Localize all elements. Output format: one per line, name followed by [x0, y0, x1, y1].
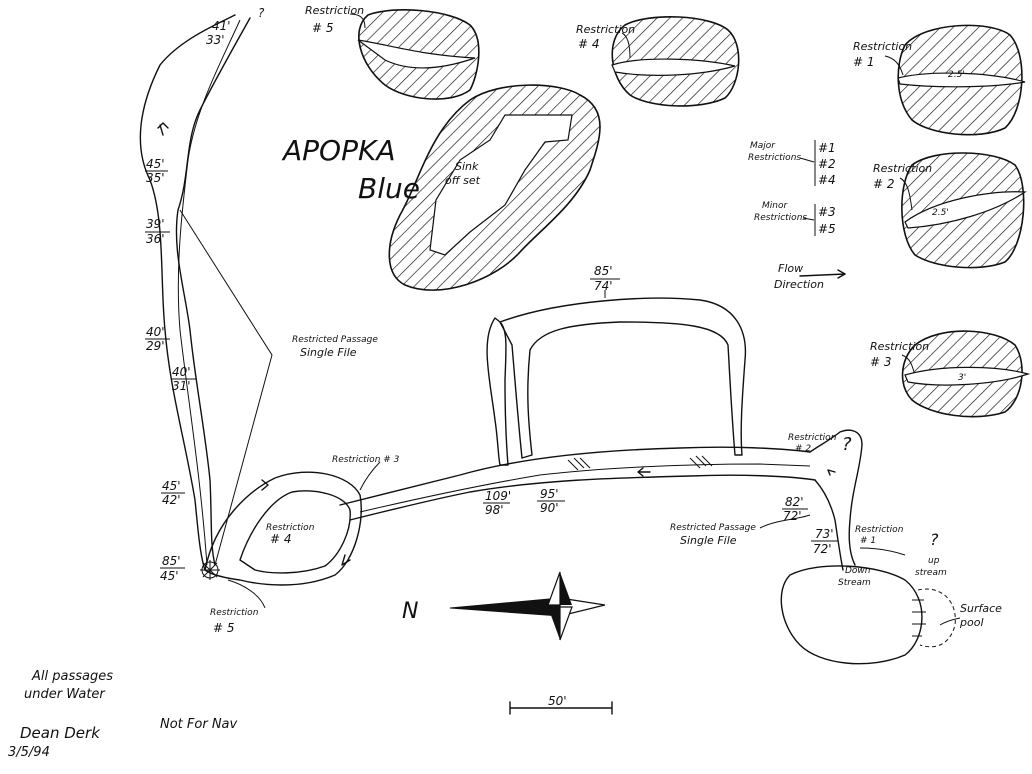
restricted-passage-2-line2: Single File	[680, 534, 737, 547]
restriction-1-line1: Restriction	[855, 525, 904, 535]
restriction-3-label: Restriction # 3	[332, 455, 400, 465]
inset-restriction-1: Restriction # 1 2.5'	[853, 24, 1026, 136]
inset-restriction-5: Restriction # 5	[305, 4, 480, 100]
down-stream-2: Stream	[838, 578, 871, 588]
restriction-4-line1: Restriction	[266, 523, 315, 533]
depth-6-bottom: 42'	[162, 493, 181, 507]
depth-2-top: 45'	[146, 157, 165, 171]
depth-8-top: 85'	[594, 264, 613, 278]
depth-3-bottom: 36'	[146, 232, 165, 246]
legend-major-item-1: #1	[818, 141, 836, 155]
inset-4-number: # 4	[578, 37, 600, 51]
inset-2-label: Restriction	[873, 162, 932, 175]
restriction-1-line2: # 1	[860, 536, 876, 546]
depth-5-bottom: 31'	[172, 379, 191, 393]
inset-restriction-3: Restriction # 3 3'	[870, 330, 1031, 418]
sink-label-1: Sink	[455, 160, 479, 173]
restriction-2-line1: Restriction	[788, 433, 837, 443]
question-mark-2: ?	[930, 530, 939, 549]
depth-2-bottom: 35'	[146, 171, 165, 185]
sink-label-2: off set	[445, 174, 481, 187]
up-stream-2: stream	[915, 568, 947, 578]
inset-restriction-2: Restriction # 2 2.5'	[873, 152, 1027, 269]
restriction-2-line2: # 2	[795, 444, 811, 454]
legend-major-item-2: #2	[818, 157, 836, 171]
depth-12-top: 73'	[815, 527, 834, 541]
depth-7-bottom: 45'	[160, 569, 179, 583]
author-date: 3/5/94	[8, 745, 50, 760]
restricted-passage-2-line1: Restricted Passage	[670, 523, 756, 533]
restricted-passage-1-line1: Restricted Passage	[292, 335, 378, 345]
scale-bar: 50'	[509, 694, 613, 715]
down-stream-1: Down	[845, 566, 871, 576]
restricted-passage-1-line2: Single File	[300, 346, 357, 359]
inset-1-label: Restriction	[853, 40, 912, 53]
notes: All passages under Water Not For Nav Dea…	[8, 669, 238, 760]
compass-north-label: N	[402, 599, 418, 624]
inset-3-label: Restriction	[870, 340, 929, 353]
depth-6-top: 45'	[162, 479, 181, 493]
note-not-for-nav: Not For Nav	[160, 717, 238, 732]
depth-11-top: 82'	[785, 495, 804, 509]
note-all-passages-1: All passages	[31, 669, 113, 684]
legend-minor-item-2: #5	[818, 222, 836, 236]
restriction-4-line2: # 4	[270, 532, 292, 546]
depth-markers: ? 41' 33' 45' 35' 39' 36' 40' 29' 40' 31…	[145, 6, 838, 583]
legend: Major Restrictions #1 #2 #4 Minor Restri…	[748, 140, 846, 291]
author-name: Dean Derk	[20, 724, 101, 742]
depth-11-bottom: 72'	[783, 509, 802, 523]
legend-flow-1: Flow	[778, 262, 803, 275]
inset-1-measure: 2.5'	[948, 70, 965, 80]
depth-4-top: 40'	[146, 325, 165, 339]
sink-offset: Sink off set	[388, 84, 601, 291]
inset-1-number: # 1	[853, 55, 875, 69]
surface-pool-1: Surface	[960, 602, 1002, 615]
depth-8-bottom: 74'	[594, 279, 613, 293]
depth-4-bottom: 29'	[146, 339, 165, 353]
passage-labels: Restricted Passage Single File Restricti…	[210, 335, 1002, 635]
inset-3-measure: 3'	[958, 373, 966, 383]
question-mark-1: ?	[842, 434, 852, 455]
inset-2-measure: 2.5'	[932, 208, 949, 218]
map-title: APOPKA Blue	[281, 134, 420, 205]
depth-0-top: ?	[258, 6, 265, 20]
depth-1-bottom: 33'	[206, 33, 225, 47]
depth-12-bottom: 72'	[813, 542, 832, 556]
depth-7-top: 85'	[162, 554, 181, 568]
surface-pool-2: pool	[959, 616, 984, 629]
legend-minor-1: Minor	[762, 201, 788, 211]
compass-rose: N	[402, 571, 606, 641]
restriction-5-line1: Restriction	[210, 608, 259, 618]
inset-5-number: # 5	[312, 21, 334, 35]
depth-1-top: 41'	[212, 19, 231, 33]
scale-label: 50'	[548, 694, 567, 708]
depth-3-top: 39'	[146, 217, 165, 231]
depth-10-top: 95'	[540, 487, 559, 501]
note-all-passages-2: under Water	[24, 687, 106, 702]
inset-3-number: # 3	[870, 355, 892, 369]
depth-9-top: 109'	[485, 489, 511, 503]
legend-flow-2: Direction	[774, 278, 824, 291]
cave-passages	[139, 14, 956, 665]
legend-minor-item-1: #3	[818, 205, 836, 219]
inset-restriction-4: Restriction # 4	[576, 16, 740, 107]
depth-9-bottom: 98'	[485, 503, 504, 517]
legend-major-2: Restrictions	[748, 153, 801, 163]
inset-5-label: Restriction	[305, 4, 364, 17]
depth-10-bottom: 90'	[540, 501, 559, 515]
legend-major-item-3: #4	[818, 173, 836, 187]
title-line1: APOPKA	[281, 134, 395, 167]
legend-minor-2: Restrictions	[754, 213, 807, 223]
inset-4-label: Restriction	[576, 23, 635, 36]
restriction-5-line2: # 5	[213, 621, 235, 635]
inset-2-number: # 2	[873, 177, 895, 191]
legend-major-1: Major	[750, 141, 776, 151]
up-stream-1: up	[928, 556, 940, 566]
depth-5-top: 40'	[172, 365, 191, 379]
